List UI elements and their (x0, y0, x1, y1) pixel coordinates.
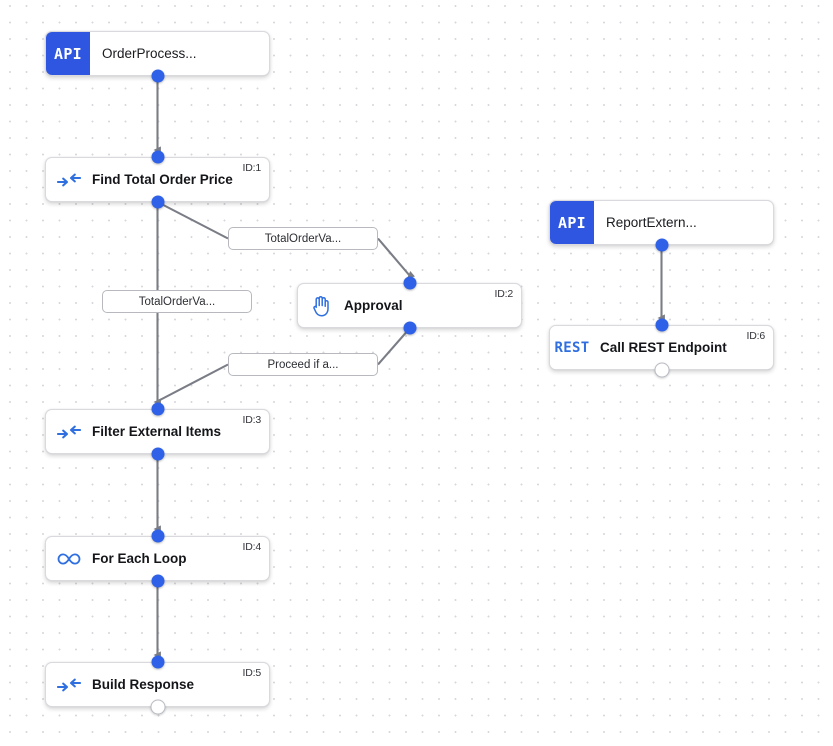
node-for-each-loop[interactable]: For Each Loop ID:4 (45, 536, 270, 581)
edge-label-proceed-if[interactable]: Proceed if a... (228, 353, 378, 376)
node-title: Find Total Order Price (92, 172, 233, 187)
node-title: ReportExtern... (606, 215, 697, 230)
port-top-filter-external-items[interactable] (151, 402, 164, 416)
node-title: Filter External Items (92, 424, 222, 439)
hand-icon (298, 284, 344, 327)
node-id-badge: ID:5 (242, 667, 262, 679)
edge-approval-to-filter-head (377, 327, 411, 366)
loop-infinity-icon (46, 537, 92, 580)
port-top-find-total-order-price[interactable] (151, 150, 164, 164)
edge-label-text: TotalOrderVa... (264, 232, 342, 245)
port-top-for-each-loop[interactable] (151, 529, 164, 543)
port-bottom-report-extern[interactable] (655, 238, 668, 252)
transform-arrows-icon (46, 158, 92, 201)
api-badge-text: API (54, 44, 82, 63)
node-order-process[interactable]: API OrderProcess... (45, 31, 270, 76)
edge-label-total-order-value-1[interactable]: TotalOrderVa... (228, 227, 378, 250)
node-id-badge: ID:6 (746, 330, 766, 342)
node-title: Build Response (92, 677, 195, 692)
edge-find-total-to-approval (157, 201, 229, 240)
node-id-badge: ID:1 (242, 162, 262, 174)
port-bottom-order-process[interactable] (151, 69, 164, 83)
edge-label-total-order-value-2[interactable]: TotalOrderVa... (102, 290, 252, 313)
rest-badge-icon: REST (550, 326, 594, 369)
api-badge-icon: API (46, 32, 90, 75)
node-title: Call REST Endpoint (600, 340, 727, 355)
node-title: Approval (344, 298, 403, 313)
edge-approval-to-filter-tail (157, 363, 229, 402)
node-report-extern[interactable]: API ReportExtern... (549, 200, 774, 245)
port-top-approval[interactable] (403, 276, 417, 290)
edge-label-text: Proceed if a... (267, 358, 339, 371)
rest-badge-text: REST (554, 339, 590, 356)
port-bottom-find-total-order-price[interactable] (151, 195, 164, 209)
api-badge-text: API (558, 213, 586, 232)
node-id-badge: ID:2 (494, 288, 514, 300)
node-find-total-order-price[interactable]: Find Total Order Price ID:1 (45, 157, 270, 202)
port-top-call-rest-endpoint[interactable] (655, 318, 668, 332)
node-title: OrderProcess... (102, 46, 197, 61)
port-bottom-for-each-loop[interactable] (151, 574, 164, 588)
port-bottom-build-response[interactable] (150, 699, 165, 715)
port-top-build-response[interactable] (151, 655, 164, 669)
transform-arrows-icon (46, 410, 92, 453)
port-bottom-filter-external-items[interactable] (151, 447, 164, 461)
port-bottom-call-rest-endpoint[interactable] (654, 362, 669, 378)
transform-arrows-icon (46, 663, 92, 706)
api-badge-icon: API (550, 201, 594, 244)
node-id-badge: ID:4 (242, 541, 262, 553)
edge-find-total-to-approval-tail (377, 237, 415, 279)
port-bottom-approval[interactable] (403, 321, 417, 335)
node-title: For Each Loop (92, 551, 187, 566)
edge-label-text: TotalOrderVa... (138, 295, 216, 308)
node-id-badge: ID:3 (242, 414, 262, 426)
